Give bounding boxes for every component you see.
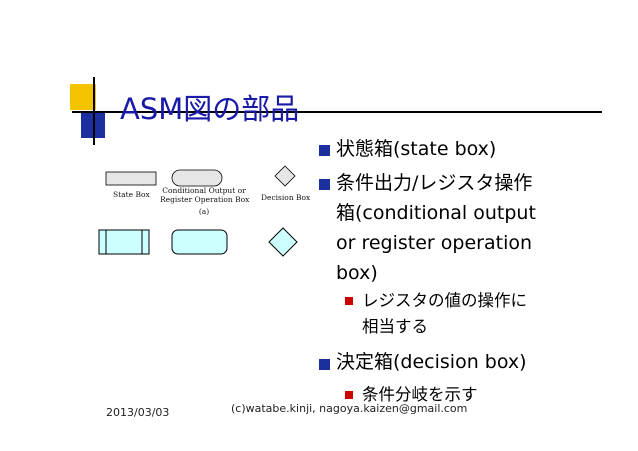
decision-diamond-color-shape <box>268 227 298 257</box>
sub-bullet-branch: 条件分岐を示す <box>362 385 478 404</box>
conditional-box-shape <box>171 169 223 187</box>
state-box-color-shape <box>98 229 150 255</box>
decision-diamond-shape <box>274 165 296 187</box>
slide-title: ASM図の部品 <box>120 92 300 126</box>
conditional-box-label-line2: Register Operation Box <box>160 195 250 204</box>
asm-figure <box>98 165 298 257</box>
figure-caption: (a) <box>198 207 210 216</box>
bullet-marker <box>319 359 330 370</box>
bullet-conditional-line1: 条件出力/レジスタ操作 <box>336 172 533 194</box>
sub-bullet-register-line1: レジスタの値の操作に <box>362 291 527 310</box>
bullet-conditional-line2: 箱(conditional output <box>336 202 536 224</box>
conditional-box-label-line1: Conditional Output or <box>162 186 246 195</box>
footer-date: 2013/03/03 <box>106 406 170 419</box>
footer-copyright: (c)watabe.kinji, nagoya.kaizen@gmail.com <box>231 402 468 415</box>
bullet-marker <box>319 145 330 156</box>
decor-horizontal-line <box>72 111 602 113</box>
sub-bullet-marker <box>345 297 353 305</box>
conditional-box-color-shape <box>171 229 228 255</box>
bullet-marker <box>319 179 330 190</box>
bullet-conditional-line3: or register operation <box>336 232 533 254</box>
decor-yellow-square <box>70 84 96 110</box>
state-box-shape <box>105 171 157 186</box>
bullet-decision-box: 決定箱(decision box) <box>336 351 527 373</box>
sub-bullet-register-line2: 相当する <box>362 317 428 336</box>
state-box-label: State Box <box>113 190 150 199</box>
bullet-state-box: 状態箱(state box) <box>336 138 497 160</box>
decision-box-label: Decision Box <box>261 193 311 202</box>
bullet-conditional-line4: box) <box>336 262 378 284</box>
sub-bullet-marker <box>345 391 353 399</box>
